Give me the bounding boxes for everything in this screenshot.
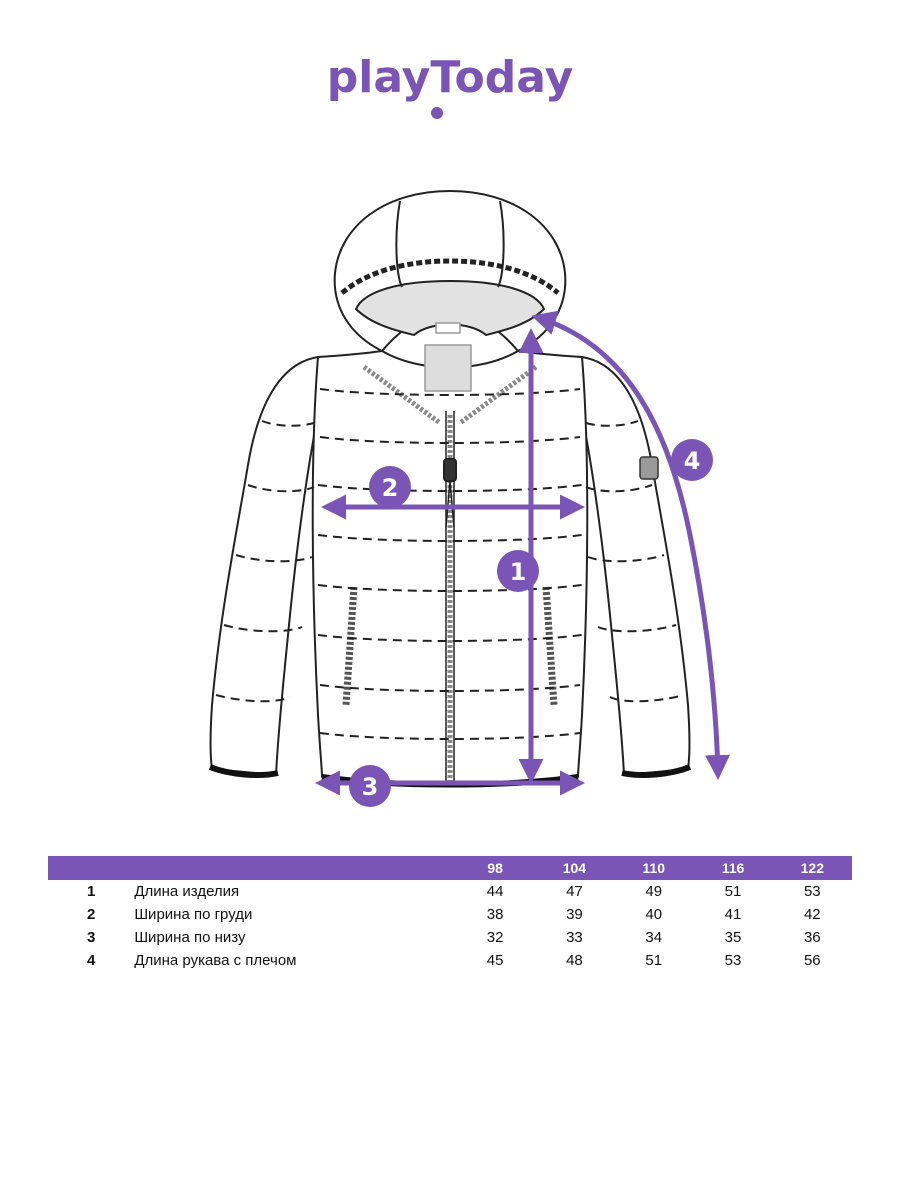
header-empty-cell [48, 856, 135, 880]
row-value: 45 [486, 952, 504, 969]
size-header-cell: 110 [614, 856, 694, 880]
row-value: 47 [566, 883, 583, 900]
table-row: 3 Ширина по низу 32 33 34 35 36 [48, 926, 852, 949]
sleeve-length-measure-line [531, 310, 730, 780]
svg-text:3: 3 [362, 773, 379, 801]
brand-logo: playToday [327, 52, 574, 119]
row-value: 44 [486, 883, 504, 900]
marker-1: 1 [497, 550, 539, 592]
row-number: 3 [86, 929, 96, 946]
row-value: 34 [645, 929, 663, 946]
size-table: 98 104 110 116 122 1 Длина изделия 44 47… [48, 856, 852, 972]
marker-4: 4 [671, 439, 713, 481]
size-header-cell: 116 [693, 856, 773, 880]
row-value: 39 [566, 906, 583, 923]
row-value: 56 [803, 952, 821, 969]
size-header-row: 98 104 110 116 122 [48, 856, 852, 880]
jacket-illustration: 1 2 3 4 [208, 190, 730, 807]
marker-2: 2 [369, 466, 411, 508]
row-value: 42 [803, 906, 821, 923]
table-row: 4 Длина рукава с плечом 45 48 51 53 56 [48, 949, 852, 972]
row-value: 51 [645, 952, 663, 969]
marker-3: 3 [349, 765, 391, 807]
row-value: 33 [566, 929, 583, 946]
svg-text:2: 2 [382, 474, 399, 502]
size-header-cell: 104 [534, 856, 615, 880]
row-value: 41 [724, 906, 742, 923]
row-value: 32 [486, 929, 504, 946]
row-label: Ширина по груди [134, 906, 253, 923]
row-number: 4 [86, 952, 96, 969]
row-value: 51 [724, 883, 742, 900]
brand-logo-text: playToday [327, 52, 574, 103]
row-value: 48 [566, 952, 583, 969]
svg-text:4: 4 [684, 447, 701, 475]
row-value: 53 [803, 883, 821, 900]
row-label: Длина изделия [134, 883, 240, 900]
row-value: 40 [645, 906, 663, 923]
table-row: 1 Длина изделия 44 47 49 51 53 [48, 880, 852, 903]
size-header-cell: 122 [772, 856, 852, 880]
row-number: 1 [86, 883, 96, 900]
row-value: 53 [724, 952, 742, 969]
jacket-sketch-icon [208, 190, 692, 788]
row-value: 49 [645, 883, 663, 900]
svg-text:1: 1 [510, 558, 527, 586]
table-row: 2 Ширина по груди 38 39 40 41 42 [48, 903, 852, 926]
row-value: 38 [486, 906, 504, 923]
size-header-cell: 98 [455, 856, 535, 880]
logo-dot-icon [431, 107, 443, 119]
row-number: 2 [86, 906, 96, 923]
row-label: Длина рукава с плечом [134, 952, 297, 969]
sleeve-badge-icon [639, 456, 659, 480]
header-empty-cell [134, 856, 456, 880]
row-value: 35 [724, 929, 742, 946]
row-label: Ширина по низу [134, 929, 246, 946]
row-value: 36 [803, 929, 821, 946]
